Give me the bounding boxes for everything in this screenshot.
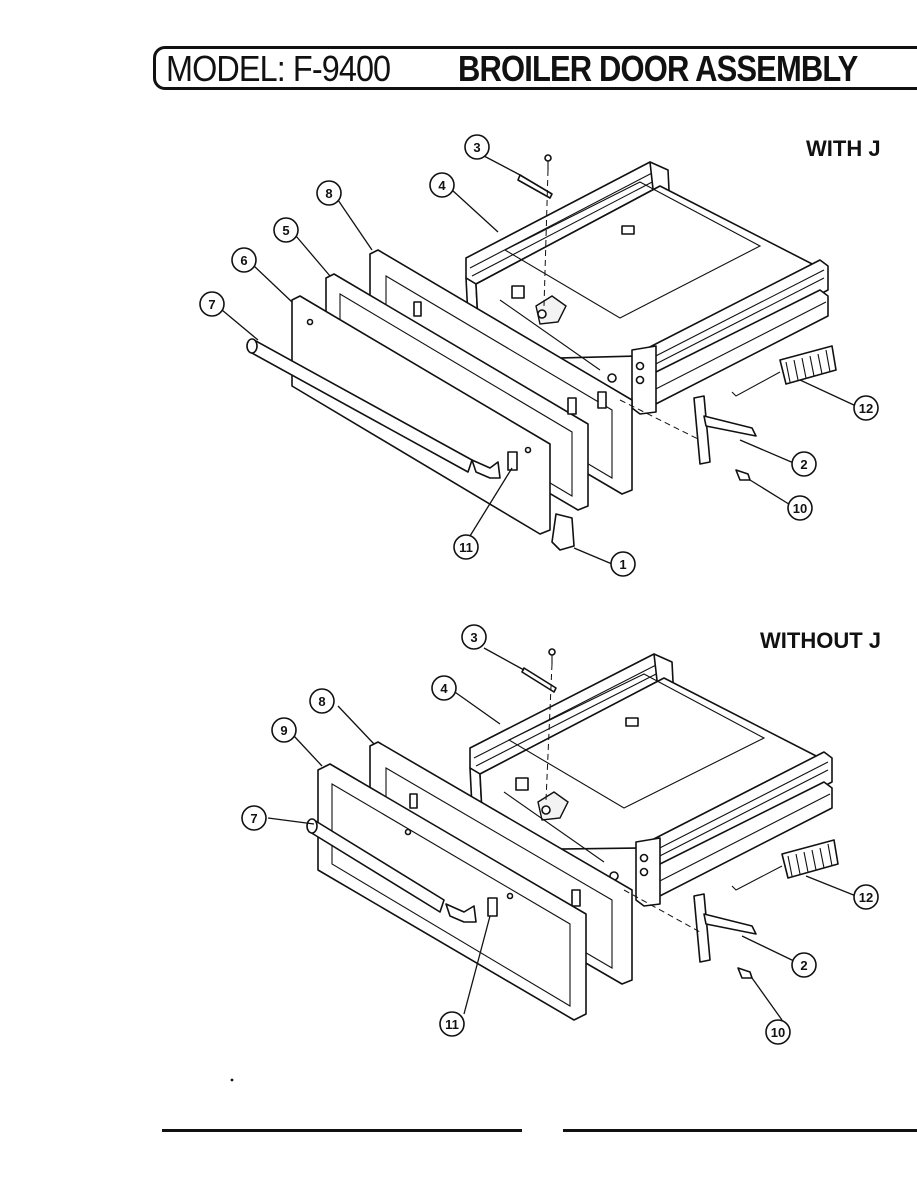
callout-number: 8 <box>318 694 325 709</box>
callout-1: 1 <box>610 551 636 577</box>
bracket-top <box>551 513 575 551</box>
callout-8: 8 <box>316 180 342 206</box>
callout-2: 2 <box>791 952 817 978</box>
callout-number: 7 <box>250 811 257 826</box>
callout-2: 2 <box>791 451 817 477</box>
callout-3: 3 <box>461 624 487 650</box>
variant-label-without-j: WITHOUT J <box>760 628 881 653</box>
callout-12: 12 <box>853 884 879 910</box>
callout-12: 12 <box>853 395 879 421</box>
callout-number: 3 <box>473 140 480 155</box>
callout-4: 4 <box>431 675 457 701</box>
callout-9: 9 <box>271 717 297 743</box>
model-label: MODEL: F-9400 <box>166 48 391 89</box>
callout-number: 9 <box>280 723 287 738</box>
callout-6: 6 <box>231 247 257 273</box>
callout-number: 12 <box>859 890 873 905</box>
variant-label-with-j: WITH J <box>806 136 881 161</box>
spring-top <box>731 345 837 397</box>
callout-8: 8 <box>309 688 335 714</box>
callout-number: 5 <box>282 223 289 238</box>
callout-number: 12 <box>859 401 873 416</box>
callout-11: 11 <box>453 534 479 560</box>
broiler-frame-top <box>465 161 829 415</box>
callout-10: 10 <box>765 1019 791 1045</box>
callout-7: 7 <box>241 805 267 831</box>
bottom-rule-right <box>563 1129 917 1132</box>
callout-number: 2 <box>800 958 807 973</box>
pin-screw-top <box>517 154 553 307</box>
callout-3: 3 <box>464 134 490 160</box>
assembly-title: BROILER DOOR ASSEMBLY <box>458 48 858 89</box>
callout-7: 7 <box>199 291 225 317</box>
bottom-rule-left <box>162 1129 522 1132</box>
callout-number: 11 <box>459 540 473 555</box>
callout-number: 7 <box>208 297 215 312</box>
callout-number: 11 <box>445 1017 459 1032</box>
pin-screw-bottom <box>521 648 557 801</box>
door-handle-bottom <box>306 818 477 923</box>
door-handle-top <box>246 338 501 479</box>
stray-dot <box>230 1078 234 1082</box>
callout-number: 10 <box>771 1025 785 1040</box>
callout-11: 11 <box>439 1011 465 1037</box>
callout-number: 4 <box>438 178 446 193</box>
spring-bottom <box>731 839 839 891</box>
callouts-without-j: 3 4 8 9 7 12 2 10 11 <box>241 624 879 1045</box>
callout-number: 2 <box>800 457 807 472</box>
assembly-with-j <box>221 154 857 565</box>
callout-4: 4 <box>429 172 455 198</box>
hinge-arm-bottom <box>623 889 757 979</box>
hinge-arm-top <box>619 395 757 481</box>
callout-number: 6 <box>240 253 247 268</box>
callout-number: 1 <box>619 557 626 572</box>
callout-number: 8 <box>325 186 332 201</box>
callout-number: 4 <box>440 681 448 696</box>
broiler-frame-bottom <box>469 653 833 907</box>
callout-5: 5 <box>273 217 299 243</box>
assembly-without-j <box>267 647 857 1021</box>
callout-10: 10 <box>787 495 813 521</box>
callout-number: 3 <box>470 630 477 645</box>
title-banner: MODEL: F-9400 BROILER DOOR ASSEMBLY <box>153 46 917 90</box>
callout-number: 10 <box>793 501 807 516</box>
